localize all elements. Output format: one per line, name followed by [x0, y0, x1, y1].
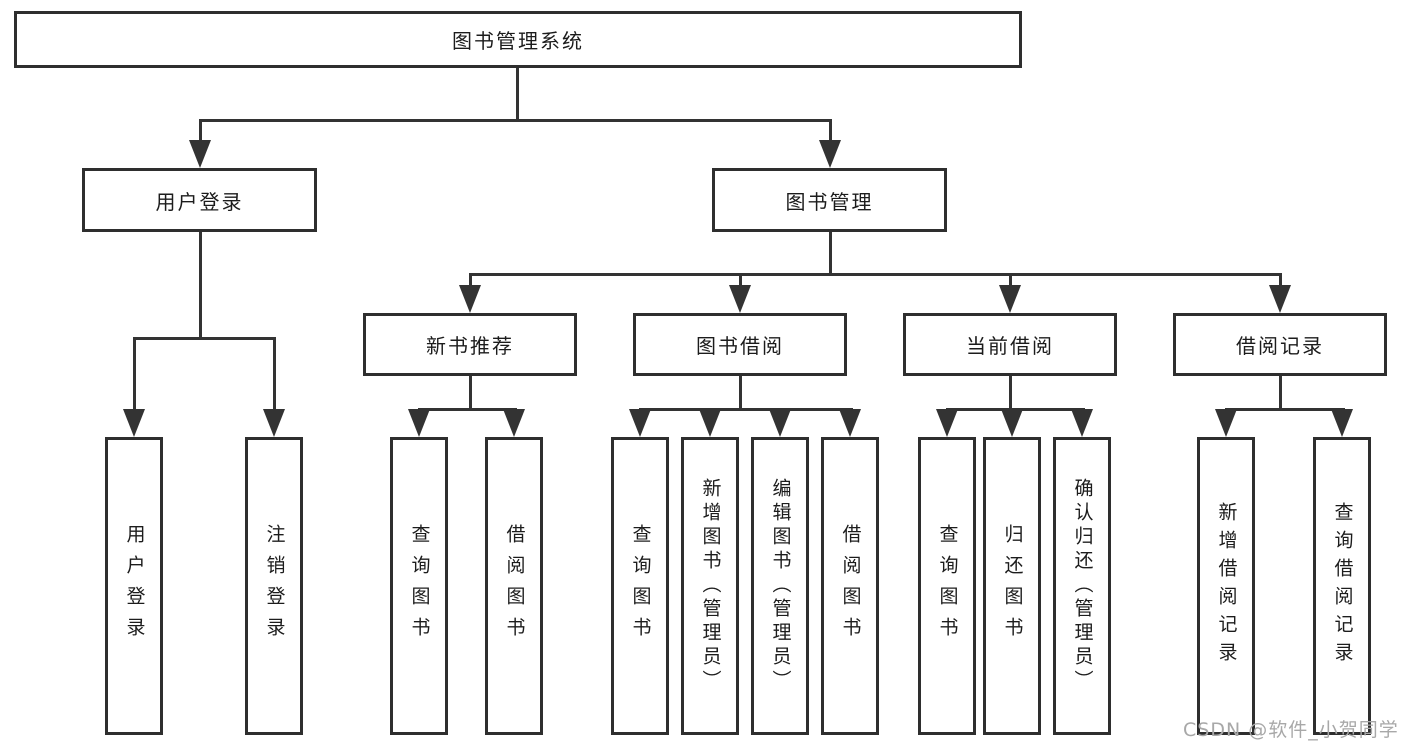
connector-new-book-recommend-hline [417, 408, 517, 411]
node-book-management-label: 图书管理 [785, 189, 874, 214]
connector-book-borrowing-hline [638, 408, 853, 411]
leaf-query-borrow-record: 查询借阅记录 [1313, 437, 1371, 735]
leaf-add-borrow-record: 新增借阅记录 [1197, 437, 1255, 735]
leaf-confirm-return-admin-label: 确认归还（管理员） [1071, 478, 1094, 694]
node-current-borrowing-label: 当前借阅 [966, 334, 1054, 358]
arrowhead-to-book-borrowing [729, 285, 751, 313]
connector-user-login-drop-left [132, 339, 136, 410]
leaf-edit-book-admin: 编辑图书（管理员） [751, 437, 809, 735]
connector-book-borrowing-stem [738, 376, 742, 410]
connector-level2-hline [198, 119, 832, 122]
connector-level3-drop-2 [738, 275, 742, 287]
connector-borrow-records-hline [1224, 408, 1345, 411]
leaf-query-books-current-label: 查询图书 [936, 524, 959, 648]
connector-user-login-hline [132, 337, 276, 340]
arrowhead-to-leaf-add-borrow-record [1215, 409, 1237, 437]
leaf-user-login: 用户登录 [105, 437, 163, 735]
leaf-edit-book-admin-label: 编辑图书（管理员） [769, 478, 792, 694]
leaf-borrow-books-borrowing: 借阅图书 [821, 437, 879, 735]
connector-borrow-records-stem [1278, 376, 1282, 410]
connector-root-stem [515, 68, 519, 121]
arrowhead-to-borrow-records [1269, 285, 1291, 313]
leaf-user-login-label: 用户登录 [123, 524, 146, 648]
arrowhead-to-leaf-edit-book-admin [769, 409, 791, 437]
arrowhead-to-leaf-return-book [1001, 409, 1023, 437]
node-book-management: 图书管理 [712, 168, 947, 232]
arrowhead-to-leaf-query-books-current [936, 409, 958, 437]
arrowhead-to-leaf-logout [263, 409, 285, 437]
arrowhead-to-leaf-query-books-recommend [408, 409, 430, 437]
leaf-add-book-admin: 新增图书（管理员） [681, 437, 739, 735]
arrowhead-to-leaf-user-login [123, 409, 145, 437]
leaf-logout-label: 注销登录 [263, 524, 286, 648]
leaf-add-book-admin-label: 新增图书（管理员） [699, 478, 722, 694]
arrowhead-to-book-management [819, 140, 841, 168]
leaf-query-books-borrowing-label: 查询图书 [629, 524, 652, 648]
arrowhead-to-user-login [189, 140, 211, 168]
leaf-confirm-return-admin: 确认归还（管理员） [1053, 437, 1111, 735]
connector-level3-drop-3 [1008, 275, 1012, 287]
connector-level2-drop-left [198, 121, 202, 142]
connector-user-login-stem [198, 232, 202, 337]
leaf-logout: 注销登录 [245, 437, 303, 735]
node-root: 图书管理系统 [14, 11, 1022, 68]
connector-new-book-recommend-stem [468, 376, 472, 410]
arrowhead-to-leaf-confirm-return-admin [1071, 409, 1093, 437]
connector-current-borrowing-stem [1008, 376, 1012, 410]
node-book-borrowing-label: 图书借阅 [696, 334, 784, 358]
connector-level3-drop-1 [468, 275, 472, 287]
arrowhead-to-leaf-add-book-admin [699, 409, 721, 437]
node-borrow-records: 借阅记录 [1173, 313, 1387, 376]
leaf-query-books-borrowing: 查询图书 [611, 437, 669, 735]
connector-level2-drop-right [828, 121, 832, 142]
connector-user-login-drop-right [272, 339, 276, 410]
leaf-return-book: 归还图书 [983, 437, 1041, 735]
connector-level3-drop-4 [1278, 275, 1282, 287]
node-user-login-label: 用户登录 [155, 189, 244, 214]
arrowhead-to-leaf-borrow-books-borrowing [839, 409, 861, 437]
arrowhead-to-leaf-query-borrow-record [1331, 409, 1353, 437]
node-root-label: 图书管理系统 [452, 29, 584, 53]
node-borrow-records-label: 借阅记录 [1236, 334, 1324, 358]
node-new-book-recommend-label: 新书推荐 [426, 334, 514, 358]
arrowhead-to-leaf-borrow-books-recommend [503, 409, 525, 437]
arrowhead-to-current-borrowing [999, 285, 1021, 313]
leaf-query-borrow-record-label: 查询借阅记录 [1331, 502, 1354, 670]
connector-level3-hline [468, 273, 1282, 276]
node-book-borrowing: 图书借阅 [633, 313, 847, 376]
leaf-query-books-recommend: 查询图书 [390, 437, 448, 735]
leaf-query-books-recommend-label: 查询图书 [408, 524, 431, 648]
leaf-borrow-books-borrowing-label: 借阅图书 [839, 524, 862, 648]
leaf-return-book-label: 归还图书 [1001, 524, 1024, 648]
node-user-login: 用户登录 [82, 168, 317, 232]
leaf-query-books-current: 查询图书 [918, 437, 976, 735]
node-current-borrowing: 当前借阅 [903, 313, 1117, 376]
csdn-watermark: CSDN @软件_小贺同学 [1183, 719, 1399, 741]
leaf-add-borrow-record-label: 新增借阅记录 [1215, 502, 1238, 670]
arrowhead-to-leaf-query-books-borrowing [629, 409, 651, 437]
arrowhead-to-new-book-recommend [459, 285, 481, 313]
leaf-borrow-books-recommend: 借阅图书 [485, 437, 543, 735]
node-new-book-recommend: 新书推荐 [363, 313, 577, 376]
connector-book-management-stem [828, 232, 832, 273]
leaf-borrow-books-recommend-label: 借阅图书 [503, 524, 526, 648]
